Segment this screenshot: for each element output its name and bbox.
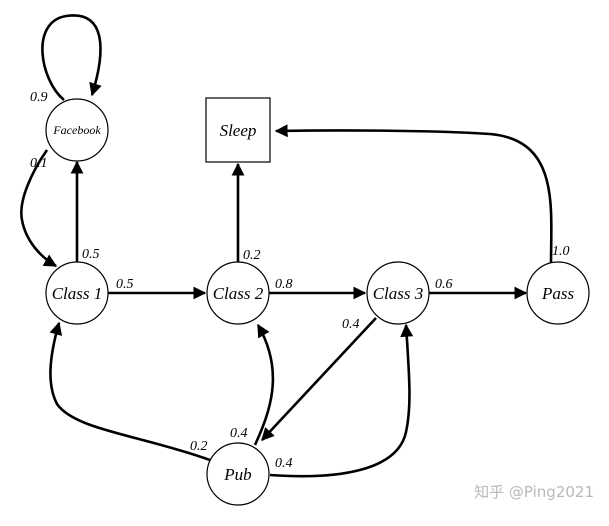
state-facebook-label: Facebook (52, 123, 101, 137)
state-pub-label: Pub (223, 465, 251, 484)
prob-pub-to-class1: 0.2 (190, 439, 208, 454)
edges (20, 14, 553, 478)
state-sleep: Sleep (205, 97, 271, 163)
prob-class1-to-facebook: 0.5 (82, 247, 100, 262)
prob-class1-to-class2: 0.5 (116, 277, 134, 292)
state-class3: Class 3 (366, 261, 430, 325)
edge-pub-to-class2 (253, 323, 275, 446)
prob-class2-to-sleep: 0.2 (243, 248, 261, 263)
state-pass-label: Pass (541, 284, 575, 303)
prob-class3-to-pub: 0.4 (342, 317, 360, 332)
edge-class3-to-pub (261, 317, 377, 441)
prob-facebook-self: 0.9 (30, 90, 48, 105)
edge-pub-to-class3 (269, 323, 414, 478)
edge-facebook-to-class1 (20, 149, 58, 268)
prob-pub-to-class2: 0.4 (230, 426, 248, 441)
state-class1: Class 1 (45, 261, 109, 325)
state-pub: Pub (206, 442, 270, 506)
state-class2: Class 2 (206, 261, 270, 325)
prob-facebook-to-class1: 0.1 (30, 156, 48, 171)
prob-class2-to-class3: 0.8 (275, 277, 293, 292)
state-pass: Pass (526, 261, 590, 325)
nodes: Facebook Sleep Class 1 Class 2 Class 3 P… (45, 97, 590, 506)
watermark: 知乎 @Ping2021 (474, 483, 594, 501)
prob-pass-to-sleep: 1.0 (552, 244, 570, 259)
state-facebook: Facebook (45, 98, 109, 162)
state-class3-label: Class 3 (373, 284, 424, 303)
prob-pub-to-class3: 0.4 (275, 456, 293, 471)
state-class2-label: Class 2 (213, 284, 264, 303)
probability-labels: 0.9 0.1 0.5 0.5 0.2 0.8 0.6 1.0 0.4 0.2 … (30, 90, 570, 471)
edge-pass-to-sleep (274, 124, 553, 265)
edge-pub-to-class1 (49, 321, 211, 462)
state-sleep-label: Sleep (220, 121, 257, 140)
state-class1-label: Class 1 (52, 284, 103, 303)
edge-facebook-self (41, 14, 102, 101)
prob-class3-to-pass: 0.6 (435, 277, 453, 292)
